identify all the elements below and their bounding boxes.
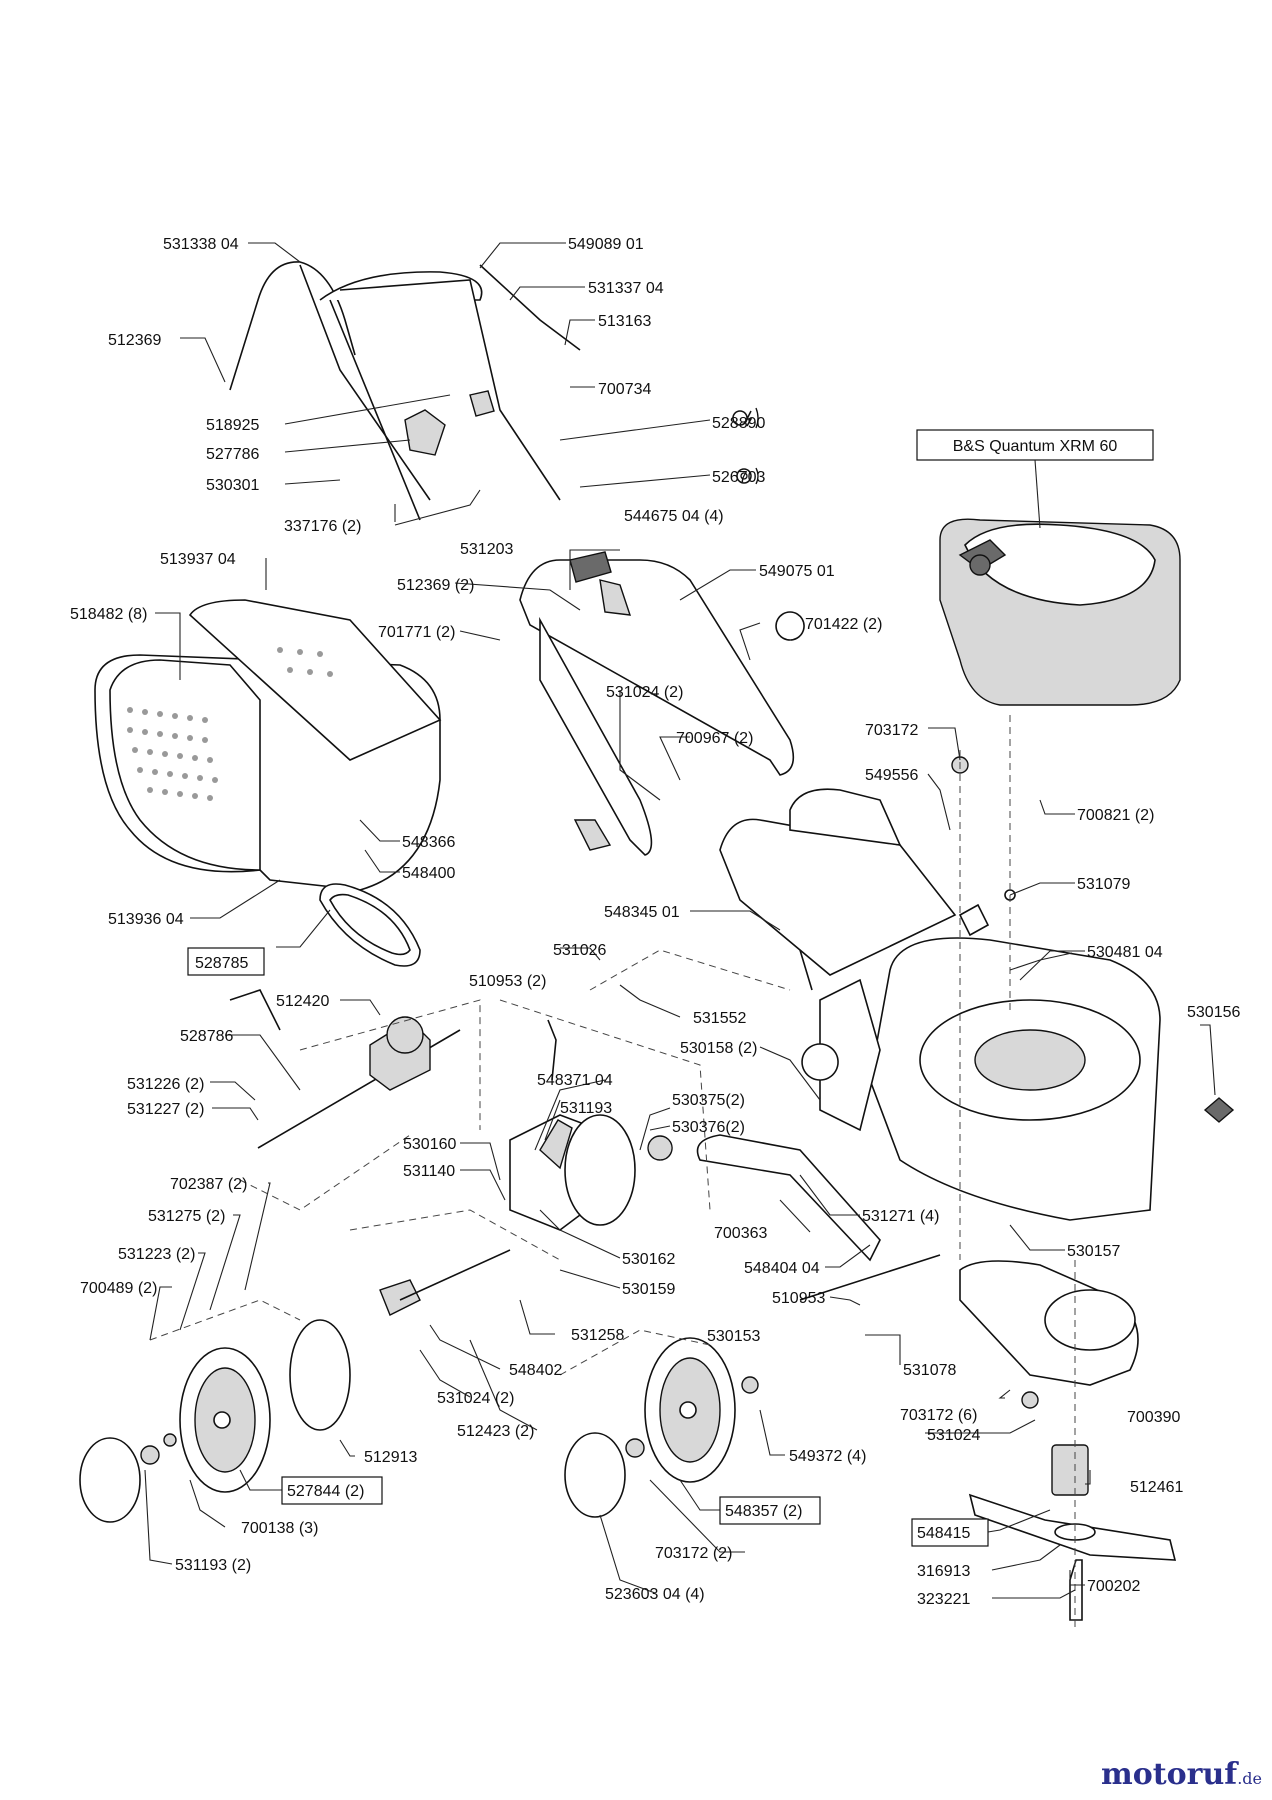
part-label: 530157: [1067, 1243, 1120, 1260]
part-label: 512423 (2): [457, 1423, 534, 1440]
part-label: 549089 01: [568, 236, 644, 253]
box-528785: [187, 947, 265, 976]
assembly-guides: [149, 715, 1076, 1630]
part-label: 531338 04: [163, 236, 239, 253]
part-label: 531024 (2): [437, 1390, 514, 1407]
part-label: 512420: [276, 993, 329, 1010]
part-label: 701422 (2): [805, 616, 882, 633]
part-label: 526703: [712, 469, 765, 486]
part-label: 544675 04 (4): [624, 508, 724, 525]
part-label: 518482 (8): [70, 606, 147, 623]
part-label: 701771 (2): [378, 624, 455, 641]
part-label: 530162: [622, 1251, 675, 1268]
part-label: 523603 04 (4): [605, 1586, 705, 1603]
part-label: 531203: [460, 541, 513, 558]
part-label: 530376(2): [672, 1119, 745, 1136]
part-label: 531193: [560, 1100, 612, 1117]
part-label: 530153: [707, 1328, 760, 1345]
part-label: 548371 04: [537, 1072, 613, 1089]
part-label: 337176 (2): [284, 518, 361, 535]
part-label: 700202: [1087, 1578, 1140, 1595]
part-label: 700390: [1127, 1409, 1180, 1426]
part-label: 512369: [108, 332, 161, 349]
part-label: 531026: [553, 942, 606, 959]
part-label: 531079: [1077, 876, 1130, 893]
part-label: 527786: [206, 446, 259, 463]
watermark-brand: motoruf: [1101, 1757, 1238, 1792]
part-label: 531227 (2): [127, 1101, 204, 1118]
part-label: 548402: [509, 1362, 562, 1379]
part-label: 513936 04: [108, 911, 184, 928]
part-label: 528785: [195, 955, 248, 972]
part-label: 513937 04: [160, 551, 236, 568]
box-548415: [911, 1518, 989, 1547]
part-label: 703172 (6): [900, 1407, 977, 1424]
part-label: 530160: [403, 1136, 456, 1153]
part-label: 531271 (4): [862, 1208, 939, 1225]
part-label: 531226 (2): [127, 1076, 204, 1093]
boxed-label-frames: [187, 947, 989, 1547]
part-label: 530156: [1187, 1004, 1240, 1021]
part-label: 530375(2): [672, 1092, 745, 1109]
part-label: 530159: [622, 1281, 675, 1298]
part-label: 510953: [772, 1290, 825, 1307]
part-label: 528890: [712, 415, 765, 432]
part-label: 531223 (2): [118, 1246, 195, 1263]
part-label: 530481 04: [1087, 944, 1163, 961]
part-label: 323221: [917, 1591, 970, 1608]
part-label: 549556: [865, 767, 918, 784]
part-label: 703172 (2): [655, 1545, 732, 1562]
part-label: 512461: [1130, 1479, 1183, 1496]
part-label: 531024: [927, 1427, 980, 1444]
watermark-tld: .de: [1237, 1769, 1262, 1788]
part-label: 700489 (2): [80, 1280, 157, 1297]
engine-label-box: [916, 429, 1154, 461]
part-label: 510953 (2): [469, 973, 546, 990]
part-label: 531024 (2): [606, 684, 683, 701]
part-label: 531078: [903, 1362, 956, 1379]
part-label: 512369 (2): [397, 577, 474, 594]
cable-symbol-icon: [732, 407, 759, 429]
part-label: 700821 (2): [1077, 807, 1154, 824]
part-label: 527844 (2): [287, 1483, 364, 1500]
part-label: 548345 01: [604, 904, 680, 921]
engine-label: B&S Quantum XRM 60: [953, 438, 1118, 455]
part-label: 528786: [180, 1028, 233, 1045]
part-label: 531275 (2): [148, 1208, 225, 1225]
part-label: 530301: [206, 477, 259, 494]
part-label: 531140: [403, 1163, 455, 1180]
part-label: 512913: [364, 1449, 417, 1466]
part-label: 548415: [917, 1525, 970, 1542]
part-label: 700363: [714, 1225, 767, 1242]
part-label: 531258: [571, 1327, 624, 1344]
part-label: 700138 (3): [241, 1520, 318, 1537]
box-548357: [719, 1496, 821, 1525]
part-label: 703172: [865, 722, 918, 739]
part-label: 548400: [402, 865, 455, 882]
part-label: 700967 (2): [676, 730, 753, 747]
part-label: 530158 (2): [680, 1040, 757, 1057]
watermark-logo: motoruf.de: [1101, 1757, 1262, 1792]
part-label: 702387 (2): [170, 1176, 247, 1193]
part-label: 531193 (2): [175, 1557, 251, 1574]
part-label: 513163: [598, 313, 651, 330]
part-label: 531337 04: [588, 280, 664, 297]
leader-lines: [144, 242, 1216, 1599]
part-labels: 531338 04 549089 01 531337 04 512369 513…: [70, 236, 1240, 1608]
part-label: 549075 01: [759, 563, 835, 580]
drive-symbol-icon: [736, 467, 759, 485]
part-label: 549372 (4): [789, 1448, 866, 1465]
part-label: 548404 04: [744, 1260, 820, 1277]
part-label: 700734: [598, 381, 651, 398]
part-label: 531552: [693, 1010, 746, 1027]
part-label: 316913: [917, 1563, 970, 1580]
part-label: 518925: [206, 417, 259, 434]
box-527844: [281, 1476, 383, 1505]
part-drawings: [79, 261, 1235, 1621]
part-label: 548357 (2): [725, 1503, 802, 1520]
part-label: 548366: [402, 834, 455, 851]
